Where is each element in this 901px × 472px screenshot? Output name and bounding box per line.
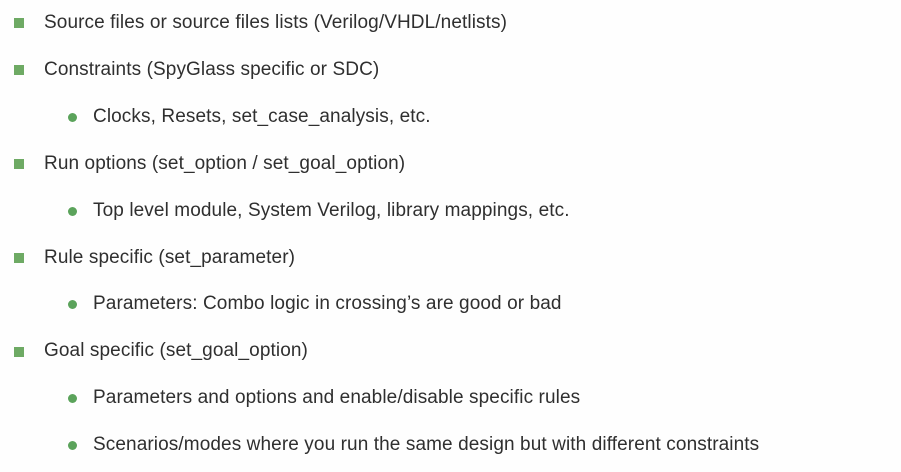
list-item-level1: Run options (set_option / set_goal_optio… <box>0 141 901 188</box>
list-item-level1: Source files or source files lists (Veri… <box>0 0 901 47</box>
list-item-text: Parameters and options and enable/disabl… <box>93 387 581 409</box>
dot-bullet-icon <box>68 300 77 310</box>
list-item-text: Source files or source files lists (Veri… <box>44 12 508 34</box>
dot-bullet-icon <box>68 394 77 404</box>
dot-bullet-icon <box>68 206 77 216</box>
list-item-level2: Scenarios/modes where you run the same d… <box>0 422 901 469</box>
dot-bullet-icon <box>68 440 77 450</box>
square-bullet-icon <box>14 159 24 170</box>
list-item-text: Parameters: Combo logic in crossing’s ar… <box>93 293 562 315</box>
list-item-level2: Clocks, Resets, set_case_analysis, etc. <box>0 94 901 141</box>
list-item-text: Constraints (SpyGlass specific or SDC) <box>44 58 380 80</box>
list-item-text: Top level module, System Verilog, librar… <box>93 199 570 221</box>
list-item-text: Rule specific (set_parameter) <box>44 246 296 268</box>
square-bullet-icon <box>14 18 24 29</box>
list-item-text: Goal specific (set_goal_option) <box>44 340 308 362</box>
dot-bullet-icon <box>68 112 77 122</box>
list-item-text: Clocks, Resets, set_case_analysis, etc. <box>93 105 431 127</box>
list-item-level2: Parameters and options and enable/disabl… <box>0 375 901 422</box>
list-item-text: Run options (set_option / set_goal_optio… <box>44 152 406 174</box>
list-item-level1: Constraints (SpyGlass specific or SDC) <box>0 47 901 94</box>
square-bullet-icon <box>14 65 24 76</box>
list-item-text: Scenarios/modes where you run the same d… <box>93 434 760 456</box>
square-bullet-icon <box>14 346 24 357</box>
list-item-level2: Top level module, System Verilog, librar… <box>0 188 901 235</box>
list-item-level1: Rule specific (set_parameter) <box>0 234 901 281</box>
list-item-level1: Goal specific (set_goal_option) <box>0 328 901 375</box>
square-bullet-icon <box>14 252 24 263</box>
list-item-level2: Parameters: Combo logic in crossing’s ar… <box>0 281 901 328</box>
